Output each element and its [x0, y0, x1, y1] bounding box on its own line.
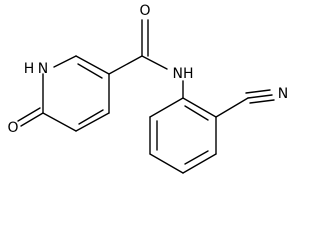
bond-c5-c6-inner	[77, 63, 103, 79]
bond-triple-2	[245, 89, 271, 94]
bond-b1-b2	[182, 97, 217, 118]
bond-c2-c3	[42, 112, 77, 132]
nitrile-group	[215, 89, 275, 118]
bond-c3-c4-inner	[78, 109, 104, 125]
bond-b6-b1	[149, 97, 184, 118]
atom-label-ring-o: O	[7, 120, 18, 136]
bond-c2-o	[20, 112, 44, 127]
bond-amide-c-n	[141, 55, 168, 70]
bond-b3-b4-inner	[184, 150, 209, 165]
benzene-ring	[149, 80, 217, 174]
ring-carbonyl	[17, 107, 44, 127]
atom-label-ring-h: H	[24, 61, 35, 77]
atom-label-amide-o: O	[139, 3, 150, 19]
molecule-structure: H N O O NH N	[7, 3, 288, 174]
bond-ring-amide-c	[108, 55, 143, 75]
amide-group	[108, 19, 168, 75]
bond-c2-o-double	[17, 107, 41, 122]
bond-b4-b5	[149, 153, 184, 174]
bond-b1-b2-inner	[184, 105, 209, 121]
atom-label-ring-n: N	[38, 61, 48, 77]
bond-b3-b4	[182, 153, 217, 174]
bond-triple-3	[249, 99, 275, 104]
bond-triple-1	[247, 94, 273, 99]
bond-c3-c4	[75, 112, 110, 132]
atom-label-amide-nh: NH	[173, 66, 194, 82]
structure-figure: H N O O NH N	[7, 3, 288, 174]
pyridinone-ring	[42, 55, 110, 132]
atom-label-nitrile-n: N	[278, 86, 288, 102]
bond-c6-n1	[53, 55, 77, 68]
bond-c5-c6	[75, 55, 110, 75]
bond-ring-cn	[215, 97, 249, 118]
